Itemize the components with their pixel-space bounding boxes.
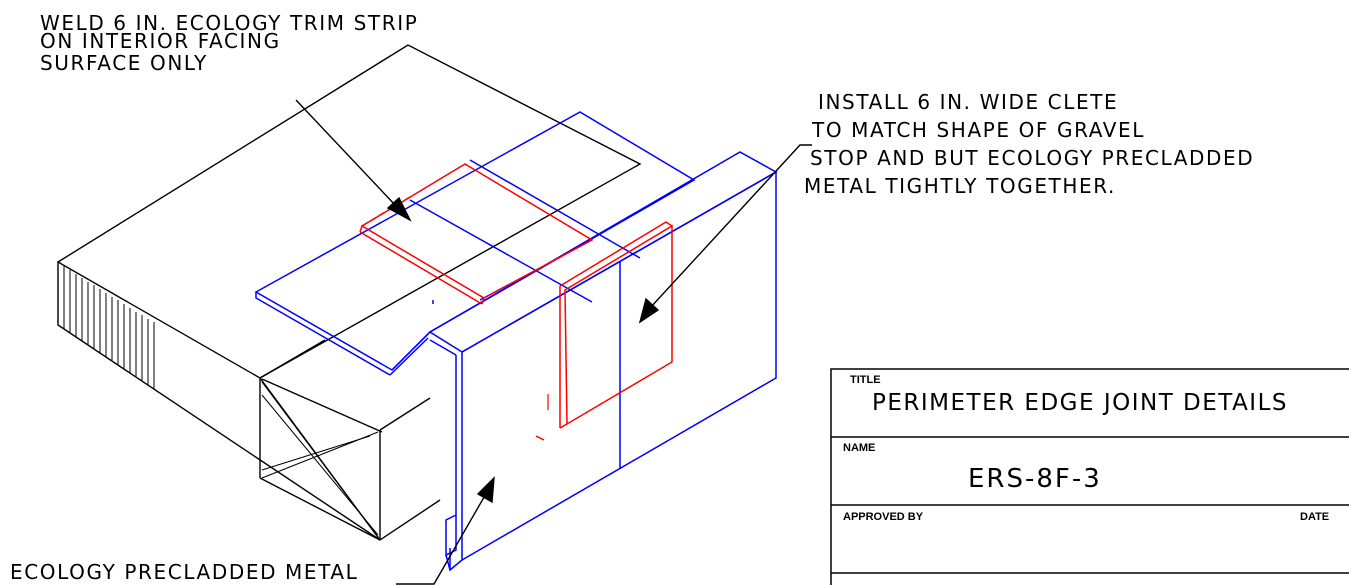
insulation-hatch (63, 266, 155, 389)
gravel-stop-flashing (254, 111, 778, 572)
clete-note-line-3: STOP AND BUT ECOLOGY PRECLADDED (810, 146, 1255, 170)
clete-note-line-2: TO MATCH SHAPE OF GRAVEL (812, 118, 1146, 142)
clete (564, 224, 673, 426)
date-label: DATE (1300, 511, 1330, 523)
roof-front-bottom (379, 499, 441, 541)
flashing-flange (254, 111, 696, 371)
roof-block (56, 44, 642, 541)
title-label: TITLE (850, 374, 881, 386)
clete-note: INSTALL 6 IN. WIDE CLETE TO MATCH SHAPE … (804, 88, 1254, 200)
clete-note-line-4: METAL TIGHTLY TOGETHER. (804, 174, 1116, 198)
clete-leader (649, 144, 812, 309)
title-block-frame (830, 368, 1349, 585)
approved-label: APPROVED BY (843, 511, 924, 523)
weld-arrow-head (386, 196, 412, 222)
drip-edge (445, 355, 457, 557)
weld-note-line-1: WELD 6 IN. ECOLOGY TRIM STRIP (40, 11, 419, 35)
clete-arrow-head (638, 297, 660, 324)
trim-strip (360, 163, 594, 299)
weld-note-line-2: ON INTERIOR FACING (40, 29, 281, 53)
wood-nailer (261, 381, 381, 541)
metal-leader (396, 491, 488, 585)
flashing-fascia-face (461, 170, 777, 562)
ecology-trim (359, 163, 673, 441)
leader-lines (295, 99, 812, 585)
name-label: NAME (843, 442, 876, 454)
weld-note-line-3: SURFACE ONLY (40, 51, 208, 75)
metal-arrow-head (476, 476, 495, 504)
name-value: ERS-8F-3 (968, 464, 1102, 494)
flashing-fascia-top (428, 151, 778, 353)
clete-note-line-1: INSTALL 6 IN. WIDE CLETE (818, 90, 1119, 114)
metal-note: ECOLOGY PRECLADDED METAL (10, 560, 359, 584)
roof-top-face (56, 44, 642, 379)
weld-leader (295, 99, 397, 207)
weld-note: WELD 6 IN. ECOLOGY TRIM STRIP ON INTERIO… (40, 11, 418, 75)
title-value: PERIMETER EDGE JOINT DETAILS (872, 390, 1288, 416)
